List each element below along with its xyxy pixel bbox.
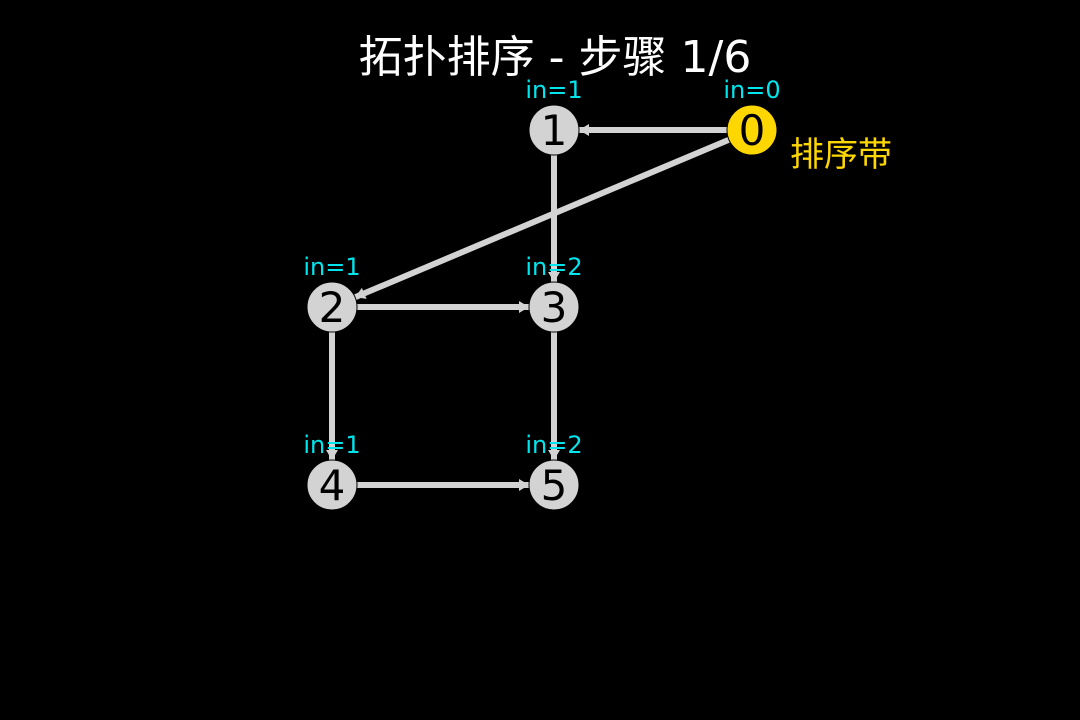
node-5: 5 xyxy=(528,459,580,511)
node-label-3: 3 xyxy=(541,283,568,332)
edge-arrowhead-1-3 xyxy=(548,272,560,282)
edge-arrowhead-2-3 xyxy=(519,301,529,313)
labels-layer: in=0 in=1 in=1 in=2 in=1 in=2 xyxy=(303,76,780,459)
indegree-label-2: in=1 xyxy=(303,253,360,281)
node-label-5: 5 xyxy=(541,461,568,510)
edge-arrowhead-0-1 xyxy=(579,124,589,136)
node-circle-4 xyxy=(306,459,358,511)
node-label-0: 0 xyxy=(739,106,766,155)
node-3: 3 xyxy=(528,281,580,333)
node-circle-2 xyxy=(306,281,358,333)
node-label-4: 4 xyxy=(319,461,346,510)
node-circle-0 xyxy=(726,104,778,156)
indegree-label-3: in=2 xyxy=(525,253,582,281)
node-4: 4 xyxy=(306,459,358,511)
node-circle-5 xyxy=(528,459,580,511)
edge-arrowhead-2-4 xyxy=(326,450,338,460)
node-circle-1 xyxy=(528,104,580,156)
node-2: 2 xyxy=(306,281,358,333)
indegree-label-0: in=0 xyxy=(723,76,780,104)
node-circle-3 xyxy=(528,281,580,333)
edge-0-2 xyxy=(353,136,731,301)
edges-layer xyxy=(326,124,731,491)
indegree-label-4: in=1 xyxy=(303,431,360,459)
page-title: 拓扑排序 - 步骤 1/6 xyxy=(358,32,752,83)
indegree-label-1: in=1 xyxy=(525,76,582,104)
nodes-layer: 0 1 2 3 4 5 xyxy=(306,104,778,511)
indegree-label-5: in=2 xyxy=(525,431,582,459)
edge-arrowhead-4-5 xyxy=(519,479,529,491)
node-label-2: 2 xyxy=(319,283,346,332)
node-1: 1 xyxy=(528,104,580,156)
edge-arrowhead-0-2 xyxy=(355,287,367,299)
node-0: 0 xyxy=(726,104,778,156)
sorted-band-label: 排序带 xyxy=(790,135,892,175)
edge-arrowhead-3-5 xyxy=(548,450,560,460)
node-label-1: 1 xyxy=(541,106,568,155)
